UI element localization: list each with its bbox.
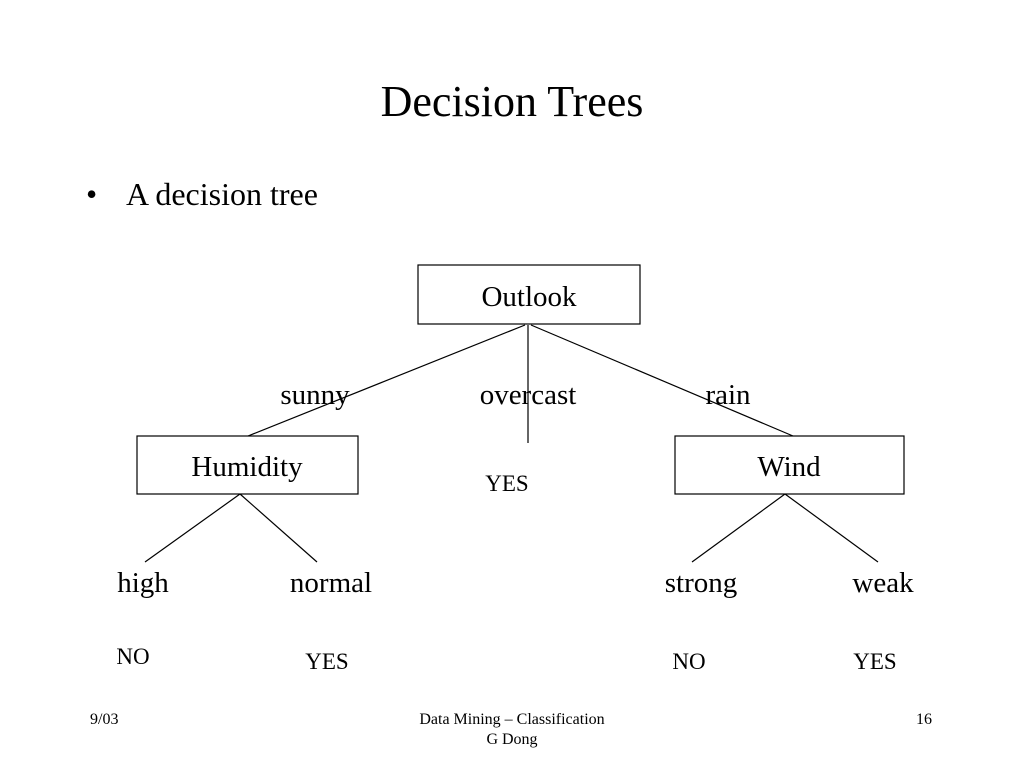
edge-label-overcast: overcast <box>480 379 577 411</box>
bullet-dot-icon: • <box>86 176 98 212</box>
edge-wind-strong <box>691 493 786 563</box>
bullet-text: A decision tree <box>126 176 318 212</box>
footer-author: G Dong <box>486 731 538 748</box>
root-node-label: Outlook <box>481 281 577 313</box>
leaf-normal-yes: YES <box>305 649 348 674</box>
edge-label-rain: rain <box>705 379 751 411</box>
wind-node-box <box>674 435 905 495</box>
wind-node-label: Wind <box>757 451 821 483</box>
edge-humidity-normal <box>239 493 318 563</box>
bullet-item: • A decision tree <box>86 170 318 218</box>
edge-label-weak: weak <box>852 567 914 599</box>
leaf-overcast-yes: YES <box>485 471 528 496</box>
root-node-box <box>417 264 641 325</box>
edge-humidity-high <box>144 493 241 563</box>
humidity-node-label: Humidity <box>191 451 303 483</box>
edge-wind-weak <box>784 493 879 563</box>
edge-outlook-humidity <box>247 324 526 437</box>
edge-label-sunny: sunny <box>280 379 350 411</box>
slide-title: Decision Trees <box>380 77 644 126</box>
edge-label-strong: strong <box>665 567 738 599</box>
footer-course-title: Data Mining – Classification <box>419 711 605 728</box>
leaf-high-no: NO <box>116 644 149 669</box>
humidity-node-box <box>136 435 359 495</box>
leaf-weak-yes: YES <box>853 649 896 674</box>
footer-course: Data Mining – Classification G Dong <box>312 710 712 750</box>
edge-outlook-wind <box>530 324 794 437</box>
edge-label-high: high <box>117 567 169 599</box>
edge-label-normal: normal <box>290 567 372 599</box>
leaf-strong-no: NO <box>672 649 705 674</box>
footer-date: 9/03 <box>90 711 119 728</box>
footer-page-number: 16 <box>916 711 932 728</box>
